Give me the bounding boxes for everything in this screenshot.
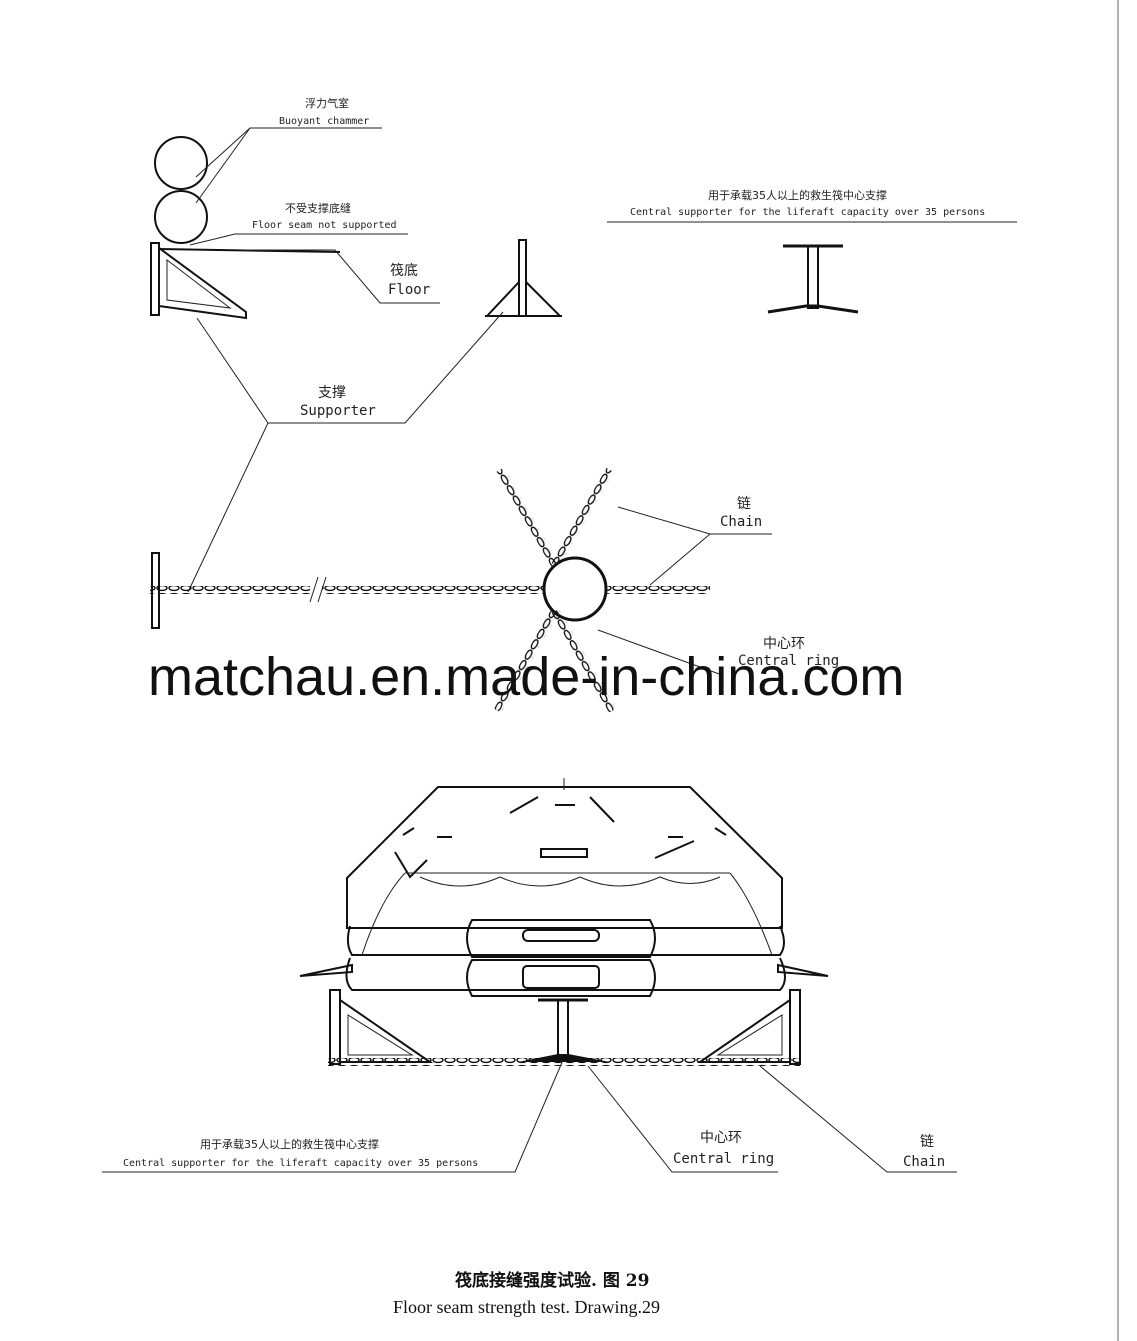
floor-support-left	[150, 242, 341, 320]
supporter-label-cn: 支撑	[318, 385, 346, 401]
liferaft-canopy	[346, 778, 783, 956]
caption-cn: 筏底接缝强度试验. 图 29	[455, 1270, 649, 1291]
bottom-chain-label-en: Chain	[903, 1154, 945, 1170]
leader-lines-supporter	[187, 311, 504, 593]
floor-label-cn: 筏底	[390, 262, 418, 279]
chain-bottom	[328, 1058, 800, 1066]
bottom-central-supporter-label-cn: 用于承载35人以上的救生筏中心支撑	[200, 1137, 379, 1151]
liferaft-tubes	[299, 919, 829, 997]
floor-seam-label-en: Floor seam not supported	[252, 220, 397, 231]
bottom-central-supporter-label-en: Central supporter for the liferaft capac…	[123, 1158, 478, 1169]
chain-radial	[494, 467, 616, 713]
floor-seam-label-cn: 不受支撑底缝	[285, 201, 351, 215]
buoyant-label-en: Buoyant chammer	[279, 116, 369, 127]
central-ring	[542, 556, 608, 622]
chain-horizontal	[150, 576, 710, 603]
bottom-central-ring-label-cn: 中心环	[700, 1130, 742, 1146]
floor-label-en: Floor	[388, 282, 430, 298]
i-beam-supporter-top	[767, 244, 859, 314]
central-supporter-label-en: Central supporter for the liferaft capac…	[630, 207, 985, 218]
buoyant-label-cn: 浮力气室	[305, 96, 349, 110]
buoyant-chambers	[154, 136, 208, 244]
caption-en: Floor seam strength test. Drawing.29	[393, 1297, 660, 1317]
supporter-right	[484, 239, 563, 317]
bottom-central-ring-label-en: Central ring	[673, 1151, 774, 1167]
leader-lines-top	[189, 127, 440, 304]
chain-label-cn: 链	[737, 496, 751, 512]
bottom-chain-label-cn: 链	[920, 1134, 934, 1150]
leader-lines-bottom	[102, 1059, 957, 1173]
central-ring-label-en: Central ring	[738, 653, 839, 669]
watermark: matchau.en.made-in-china.com	[148, 647, 904, 707]
i-beam-supporter-bottom	[518, 998, 610, 1062]
supporter-label-en: Supporter	[300, 403, 376, 419]
central-supporter-label-cn: 用于承载35人以上的救生筏中心支撑	[708, 188, 887, 202]
chain-label-en: Chain	[720, 514, 762, 530]
leader-lines-chain	[597, 506, 772, 676]
central-ring-label-cn: 中心环	[763, 636, 805, 652]
